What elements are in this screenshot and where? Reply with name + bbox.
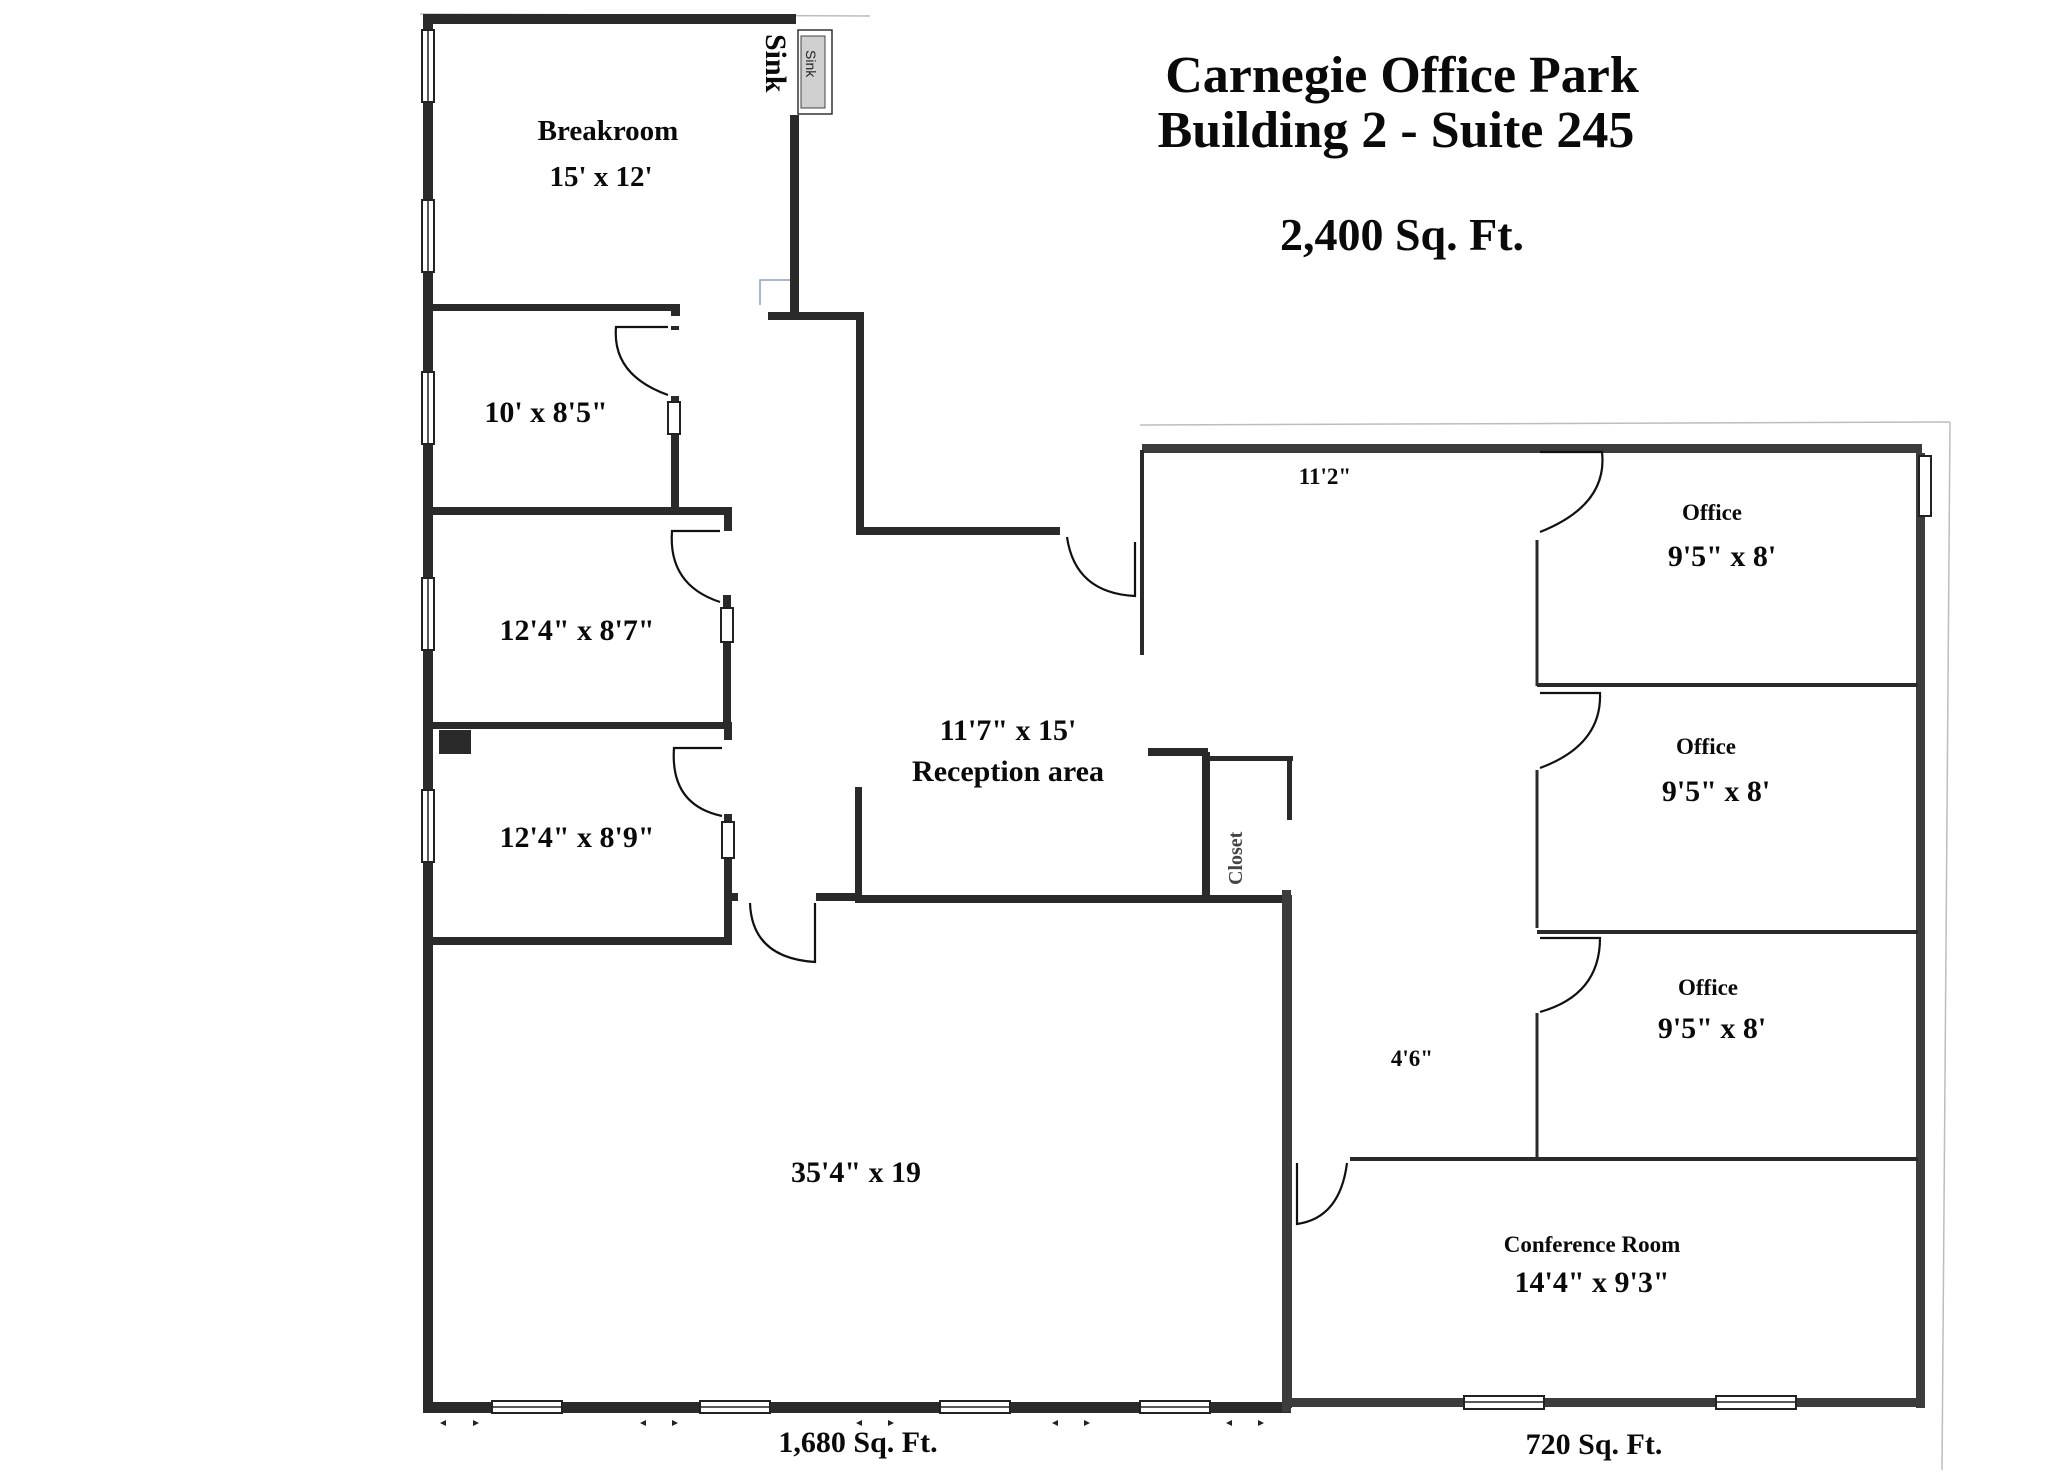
closet-label: Closet: [1225, 831, 1247, 885]
reception-name: Reception area: [912, 755, 1104, 788]
office-2-name: Office: [1676, 734, 1736, 759]
windows: [421, 29, 1932, 1414]
reception-dims: 11'7" x 15': [940, 714, 1077, 747]
room-labels: Breakroom 15' x 12' 10' x 8'5" 12'4" x 8…: [484, 115, 1776, 1299]
breakroom-dims: 15' x 12': [549, 161, 652, 193]
title-line-1: Carnegie Office Park: [1165, 47, 1639, 104]
office-1-name: Office: [1682, 500, 1742, 525]
sink-label: Sink: [759, 34, 792, 93]
sink-fixture: Sink Sink: [759, 29, 833, 115]
office-3-dims: 9'5" x 8': [1658, 1012, 1766, 1045]
office-2-dims: 9'5" x 8': [1662, 775, 1770, 808]
left-wing-walls: [423, 14, 1293, 1413]
open-area-dims: 35'4" x 19: [791, 1156, 921, 1189]
footer-areas: 1,680 Sq. Ft. 720 Sq. Ft.: [778, 1426, 1662, 1461]
corridor-side-dims: 4'6": [1391, 1046, 1433, 1071]
sink-fixture-label: Sink: [803, 50, 819, 78]
doors: [614, 279, 1604, 1226]
conference-dims: 14'4" x 9'3": [1515, 1266, 1670, 1299]
right-wing-area: 720 Sq. Ft.: [1526, 1428, 1663, 1461]
right-wing-walls: [1140, 444, 1925, 1408]
office-c-dims: 12'4" x 8'9": [500, 821, 655, 854]
office-1-dims: 9'5" x 8': [1668, 540, 1776, 573]
dimension-ticks: [440, 1420, 1264, 1426]
office-3-name: Office: [1678, 975, 1738, 1000]
office-b-dims: 12'4" x 8'7": [500, 614, 655, 647]
breakroom-name: Breakroom: [538, 115, 679, 147]
office-a-dims: 10' x 8'5": [484, 396, 607, 429]
conference-name: Conference Room: [1504, 1232, 1681, 1257]
title-block: Carnegie Office Park Building 2 - Suite …: [1158, 47, 1639, 260]
title-line-2: Building 2 - Suite 245: [1158, 102, 1635, 159]
corridor-top-dims: 11'2": [1299, 464, 1351, 489]
total-area: 2,400 Sq. Ft.: [1280, 209, 1524, 260]
left-wing-area: 1,680 Sq. Ft.: [778, 1426, 937, 1459]
